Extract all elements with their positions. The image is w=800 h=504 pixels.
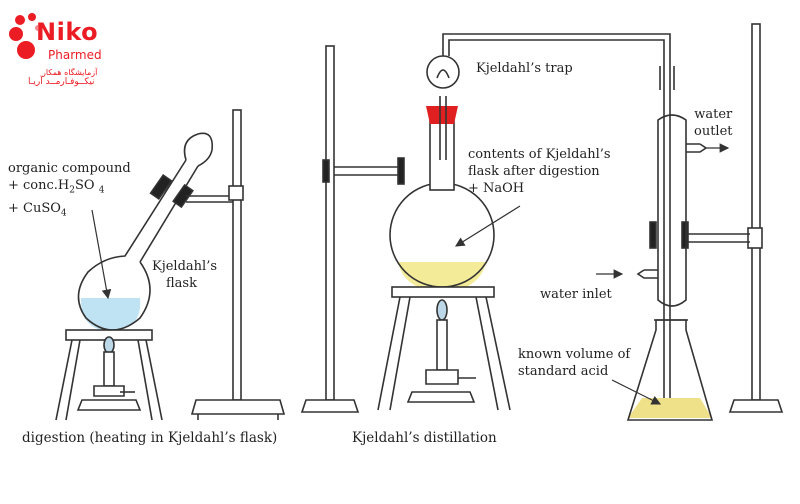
digestion-liquid: [80, 298, 141, 331]
digestion-setup: [55, 109, 286, 421]
flask-contents-label: contents of Kjeldahl’s flask after diges…: [468, 147, 611, 196]
condenser-stand-base: [728, 399, 784, 413]
condenser-stand-rod: [751, 23, 761, 401]
standard-acid-label: known volume of standard acid: [518, 347, 631, 379]
water-inlet-label: water inlet: [540, 287, 612, 302]
digestion-stand-base: [190, 399, 286, 415]
conc-h2so4-text: + conc.H2SO 4: [8, 178, 105, 196]
logo-persian-line1: آزمایشگاه همکار: [42, 68, 98, 77]
kjeldahls-trap-label: Kjeldahl’s trap: [476, 61, 573, 76]
digestion-flame: [103, 336, 115, 354]
arrow-icon: [611, 379, 662, 405]
kjeldahl-trap: [426, 55, 460, 89]
cuso4-text: + CuSO4: [8, 200, 67, 219]
distillation-liquid: [398, 262, 486, 292]
kjeldahl-flask: [77, 159, 199, 331]
kjeldahls-flask-label: Kjeldahl’s flask: [152, 259, 217, 291]
arrow-icon: [454, 205, 521, 247]
distillation-tripod: [391, 286, 495, 298]
digestion-clamp: [149, 174, 173, 200]
logo-sub-brand: Pharmed: [48, 48, 102, 62]
distillation-burner: [436, 319, 448, 371]
condenser-setup: [626, 23, 784, 421]
digestion-stand-rod: [232, 109, 242, 401]
distillation-setup: [300, 33, 671, 413]
connecting-tube: [442, 33, 671, 66]
distillation-caption: Kjeldahl’s distillation: [352, 430, 497, 446]
distillation-stand-rod: [325, 45, 335, 401]
digestion-caption: digestion (heating in Kjeldahl’s flask): [22, 430, 278, 446]
condenser-jacket: [657, 114, 687, 307]
distillation-flame: [436, 299, 448, 321]
digestion-burner: [103, 351, 115, 387]
logo-persian-line2: نیکــوفـارمــد آریـا: [28, 77, 95, 87]
logo-brand-text: Niko: [36, 18, 99, 46]
arrow-icon: [91, 209, 112, 300]
distillation-stand-base: [300, 399, 360, 413]
organic-compound-text: organic compound: [8, 161, 131, 176]
molecule-dots-icon: [9, 13, 38, 59]
brand-logo: Niko Pharmed آزمایشگاه همکار نیکــوفـارم…: [8, 10, 108, 90]
label-arrows: [91, 143, 730, 405]
acid-liquid: [628, 398, 712, 418]
reagents-label: organic compound + conc.H2SO 4 + CuSO4: [8, 160, 131, 222]
water-outlet-label: water outlet: [694, 107, 733, 139]
rubber-stopper: [426, 106, 458, 124]
